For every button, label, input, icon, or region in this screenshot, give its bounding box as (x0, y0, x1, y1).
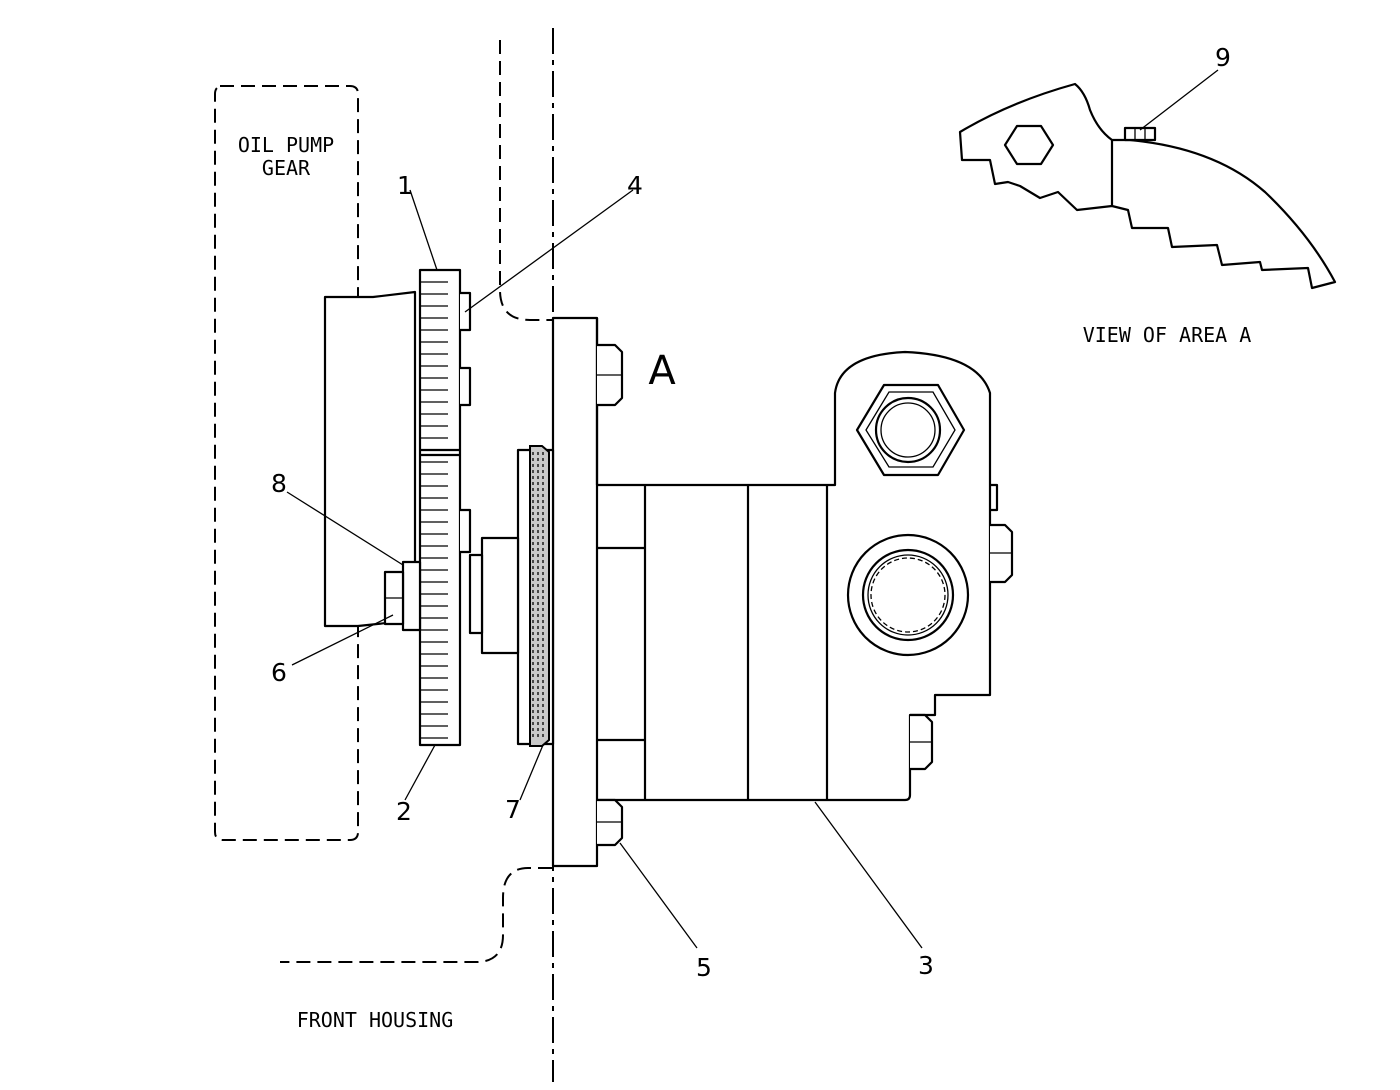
oil-pump-gear-label-line1: OIL PUMP (238, 133, 334, 157)
callout-3: 3 (918, 951, 934, 980)
area-a-marker: A (648, 348, 676, 394)
flange-bolts (597, 343, 1014, 847)
oil-pump-gear (323, 268, 472, 747)
leader-lines (286, 69, 1219, 949)
callout-1: 1 (397, 171, 413, 200)
callout-9: 9 (1215, 43, 1231, 72)
callout-5: 5 (696, 953, 712, 982)
text-labels: OIL PUMP GEAR FRONT HOUSING VIEW OF AREA… (238, 43, 1251, 1032)
drive-shaft (468, 536, 520, 655)
view-of-area-a-label: VIEW OF AREA A (1083, 323, 1252, 347)
oil-pump-body (597, 350, 999, 802)
mounting-flange (551, 316, 599, 868)
pilot-and-seal (516, 445, 555, 747)
detail-view-area-a (958, 82, 1337, 290)
callout-7: 7 (505, 795, 521, 824)
callout-6: 6 (271, 658, 287, 687)
callout-4: 4 (627, 171, 643, 200)
front-housing-label: FRONT HOUSING (297, 1008, 454, 1032)
oil-pump-gear-label-line2: GEAR (262, 156, 311, 180)
callout-8: 8 (271, 469, 287, 498)
callout-2: 2 (396, 797, 412, 826)
